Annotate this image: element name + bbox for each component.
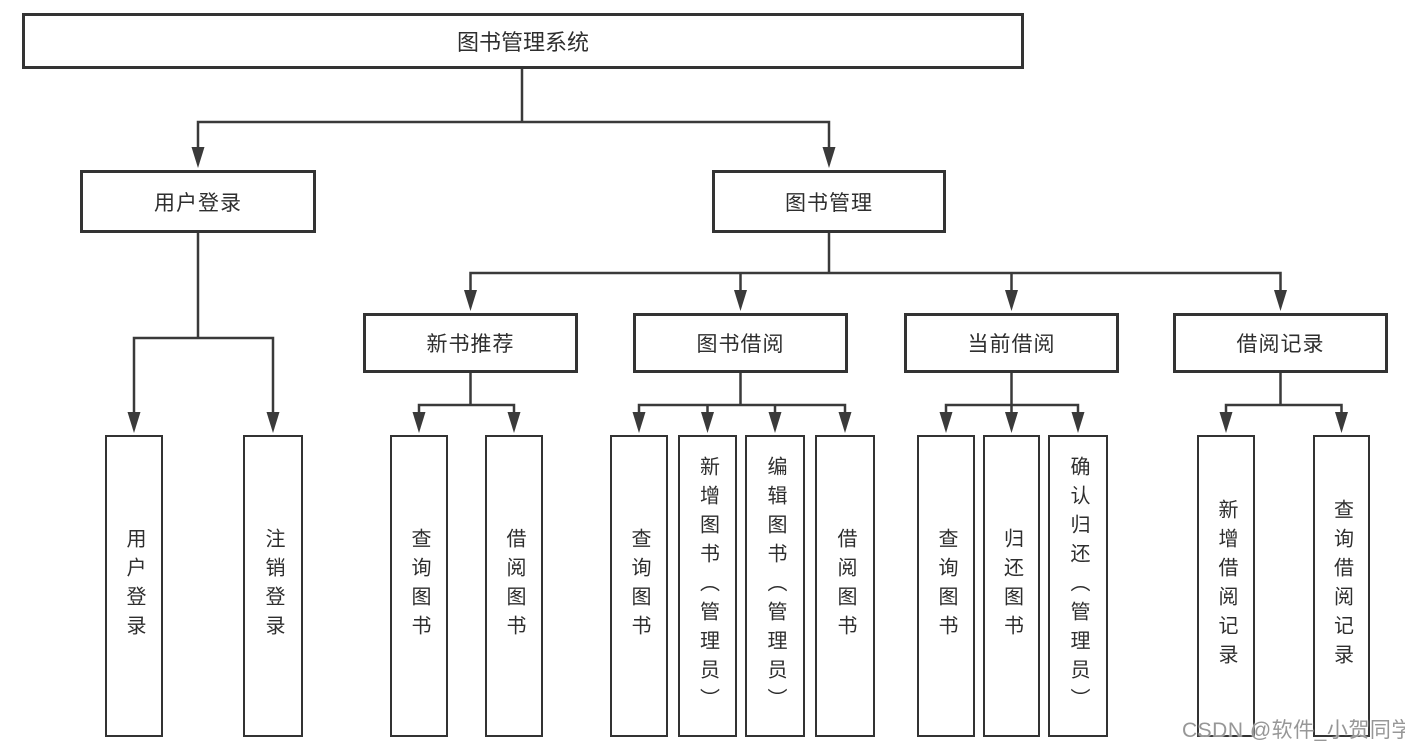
leaf-borrow-books: 借阅图书: [815, 435, 875, 737]
leaf-confirm-return-admin: 确认归还（管理员）: [1048, 435, 1108, 737]
leaf-add-borrow-record: 新增借阅记录: [1197, 435, 1255, 737]
node-user-login: 用户登录: [80, 170, 316, 233]
leaf-logout: 注销登录: [243, 435, 303, 737]
leaf-query-borrow-record: 查询借阅记录: [1313, 435, 1370, 737]
node-label: 图书管理系统: [456, 30, 589, 55]
node-label: 用户登录: [154, 191, 242, 215]
leaf-user-login: 用户登录: [105, 435, 163, 737]
leaf-query-books: 查询图书: [610, 435, 668, 737]
leaf-label: 借阅图书: [503, 528, 525, 644]
node-book-borrowing: 图书借阅: [633, 313, 848, 373]
node-label: 图书借阅: [696, 333, 785, 356]
arrowhead-icons: [127, 147, 1348, 433]
node-label: 当前借阅: [967, 333, 1056, 356]
leaf-label: 查询图书: [935, 528, 957, 644]
leaf-label: 编辑图书（管理员）: [764, 455, 786, 717]
watermark: CSDN @软件_小贺同学: [1182, 719, 1405, 742]
leaf-label: 归还图书: [1000, 528, 1023, 644]
node-label: 新书推荐: [426, 333, 515, 356]
leaf-add-books-admin: 新增图书（管理员）: [678, 435, 737, 737]
leaf-query-books: 查询图书: [917, 435, 975, 737]
leaf-label: 查询图书: [408, 528, 430, 644]
leaf-label: 确认归还（管理员）: [1067, 455, 1089, 717]
node-borrowing-records: 借阅记录: [1173, 313, 1388, 373]
leaf-borrow-books: 借阅图书: [485, 435, 543, 737]
leaf-label: 新增借阅记录: [1215, 499, 1237, 673]
node-new-book-recommendation: 新书推荐: [363, 313, 578, 373]
node-current-borrowing: 当前借阅: [904, 313, 1119, 373]
leaf-query-books: 查询图书: [390, 435, 448, 737]
leaf-label: 用户登录: [123, 528, 145, 644]
leaf-edit-books-admin: 编辑图书（管理员）: [745, 435, 805, 737]
leaf-label: 查询图书: [628, 528, 650, 644]
node-book-management: 图书管理: [712, 170, 946, 233]
node-label: 借阅记录: [1236, 333, 1325, 356]
leaf-label: 借阅图书: [834, 528, 856, 644]
node-label: 图书管理: [785, 191, 873, 215]
leaf-return-books: 归还图书: [983, 435, 1040, 737]
leaf-label: 注销登录: [262, 528, 284, 644]
node-library-management-system: 图书管理系统: [22, 13, 1024, 69]
leaf-label: 新增图书（管理员）: [696, 455, 719, 717]
leaf-label: 查询借阅记录: [1330, 499, 1353, 673]
